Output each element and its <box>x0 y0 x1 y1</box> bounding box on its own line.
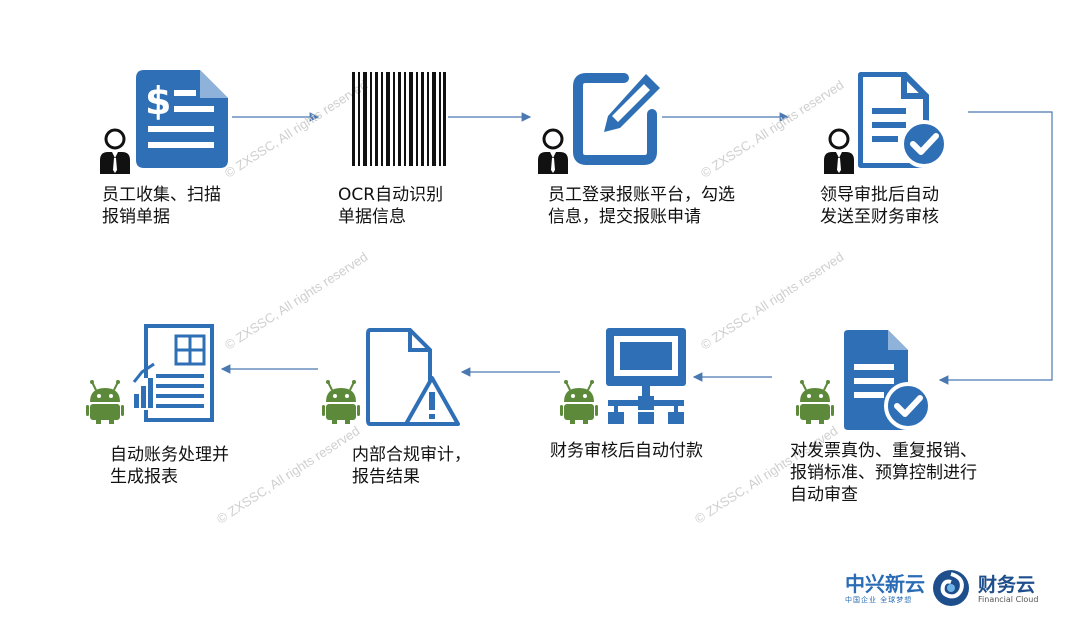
step-2-label: OCR自动识别 单据信息 <box>338 184 443 228</box>
company-logo: 中兴新云 中国企业 全球梦想 财务云 Financial Cloud <box>845 568 1045 612</box>
robot-icon <box>322 380 360 424</box>
logo-product-text: 财务云 <box>978 574 1036 596</box>
step-3-line-1: 员工登录报账平台，勾选 <box>548 185 735 205</box>
robot-icon <box>796 380 834 424</box>
report-chart-icon <box>132 324 214 422</box>
step-2-line-2: 单据信息 <box>338 207 406 227</box>
dollar-document-icon: $ <box>136 70 228 168</box>
step-2-line-1: OCR自动识别 <box>338 185 444 205</box>
step-6-line-1: 财务审核后自动付款 <box>550 441 703 461</box>
robot-icon <box>86 380 124 424</box>
step-1-line-2: 报销单据 <box>102 207 170 227</box>
logo-brand-text: 中兴新云 <box>845 572 925 596</box>
step-8-label: 自动账务处理并 生成报表 <box>110 444 229 488</box>
step-7-line-2: 报告结果 <box>352 467 420 487</box>
step-8-line-1: 自动账务处理并 <box>110 445 229 465</box>
step-6-label: 财务审核后自动付款 <box>550 440 703 462</box>
step-1-line-1: 员工收集、扫描 <box>102 185 221 205</box>
logo-product-subtitle: Financial Cloud <box>978 595 1039 604</box>
step-3-line-2: 信息，提交报账申请 <box>548 207 701 227</box>
person-icon <box>100 128 130 174</box>
person-icon <box>538 128 568 174</box>
step-3-label: 员工登录报账平台，勾选 信息，提交报账申请 <box>548 184 735 228</box>
step-5-line-2: 报销标准、预算控制进行 <box>790 463 977 483</box>
step-5-label: 对发票真伪、重复报销、 报销标准、预算控制进行 自动审查 <box>790 440 977 506</box>
barcode-icon <box>352 72 446 166</box>
logo-brand-subtitle: 中国企业 全球梦想 <box>845 596 913 604</box>
person-icon <box>824 128 854 174</box>
step-8-line-2: 生成报表 <box>110 467 178 487</box>
approved-file-icon <box>844 330 932 430</box>
step-4-line-1: 领导审批后自动 <box>820 185 939 205</box>
network-computer-icon <box>606 328 686 424</box>
arrow-4-5 <box>938 111 1053 385</box>
step-5-line-3: 自动审查 <box>790 485 858 505</box>
svg-text:$: $ <box>145 79 171 123</box>
step-4-line-2: 发送至财务审核 <box>820 207 939 227</box>
step-7-line-1: 内部合规审计， <box>352 445 471 465</box>
step-5-line-1: 对发票真伪、重复报销、 <box>790 441 977 461</box>
step-4-label: 领导审批后自动 发送至财务审核 <box>820 184 939 228</box>
robot-icon <box>560 380 598 424</box>
cloud-emblem-icon <box>933 570 969 606</box>
step-7-label: 内部合规审计， 报告结果 <box>352 444 471 488</box>
edit-form-icon <box>573 73 660 165</box>
approved-document-icon <box>858 72 948 168</box>
step-1-label: 员工收集、扫描 报销单据 <box>102 184 221 228</box>
warning-document-icon <box>366 328 460 426</box>
